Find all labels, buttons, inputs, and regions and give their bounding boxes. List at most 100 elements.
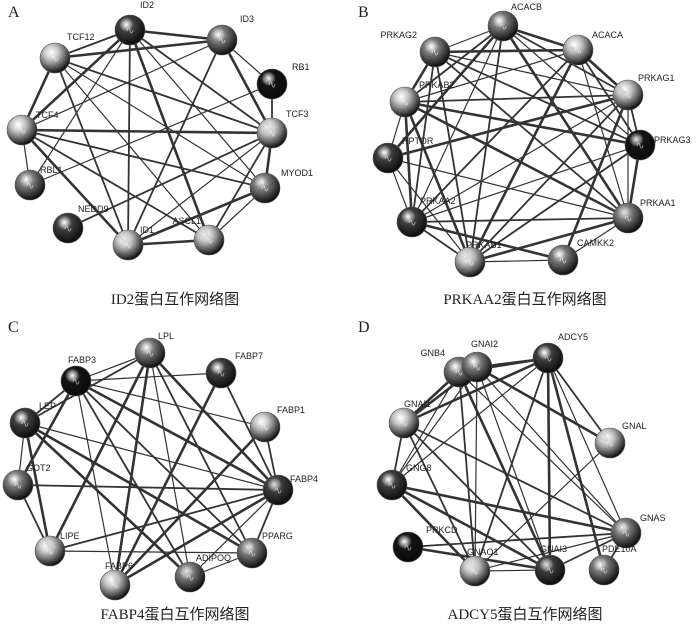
node-pparg[interactable]: ∿ — [236, 537, 268, 569]
node-id3[interactable]: ∿ — [206, 24, 238, 56]
node-sphere — [14, 169, 46, 201]
node-rptor[interactable]: ∿ — [372, 142, 404, 174]
edge-id2-rbl1 — [29, 29, 131, 186]
node-adcy5[interactable]: ∿ — [532, 342, 564, 374]
protein-structure-icon: ∿ — [217, 34, 226, 47]
node-prkag1[interactable]: ∿ — [612, 79, 644, 111]
panel-letter: A — [8, 4, 20, 21]
node-sphere — [52, 212, 84, 244]
node-fabp6[interactable]: ∿ — [99, 569, 131, 601]
edge-id2-id3 — [128, 28, 224, 42]
edge-gnal-gnai2 — [475, 365, 612, 445]
node-tcf4[interactable]: ∿ — [6, 114, 38, 146]
node-myod1[interactable]: ∿ — [249, 172, 281, 204]
node-gnao1[interactable]: ∿ — [459, 555, 491, 587]
edge-camkk2-prkab1 — [469, 259, 564, 263]
protein-structure-icon: ∿ — [403, 541, 412, 554]
node-sphere — [610, 517, 642, 549]
edge-adcy5-gnai1 — [402, 356, 550, 425]
protein-structure-icon: ∿ — [110, 579, 119, 592]
node-fabp3[interactable]: ∿ — [60, 365, 92, 397]
node-sphere — [454, 246, 486, 278]
edge-fabp1-fabp6 — [113, 425, 267, 587]
protein-structure-icon: ∿ — [545, 564, 554, 577]
node-fabp4[interactable]: ∿ — [262, 474, 294, 506]
node-got2[interactable]: ∿ — [2, 469, 34, 501]
node-adipoq[interactable]: ∿ — [174, 561, 206, 593]
edge-prkaa1-prkab2 — [403, 100, 630, 220]
node-label: PPARG — [262, 531, 293, 541]
edge-prkaa1-prkaa2 — [411, 217, 629, 223]
edge-adcy5-gng8 — [391, 357, 549, 486]
node-pde10a[interactable]: ∿ — [588, 554, 620, 586]
node-prkag3[interactable]: ∿ — [624, 129, 656, 161]
edge-fabp7-fabp6 — [113, 371, 223, 587]
edge-id2-ascl1 — [128, 28, 211, 242]
node-ascl1[interactable]: ∿ — [193, 224, 225, 256]
protein-structure-icon: ∿ — [454, 366, 463, 379]
edge-adcy5-gnas — [547, 357, 627, 534]
edge-ascl1-tcf4 — [21, 129, 210, 241]
node-rb1[interactable]: ∿ — [256, 68, 288, 100]
edge-id1-tcf12 — [54, 57, 129, 246]
node-prkaa1[interactable]: ∿ — [612, 202, 644, 234]
node-lep[interactable]: ∿ — [9, 407, 41, 439]
node-nedd9[interactable]: ∿ — [52, 212, 84, 244]
edge-adipoq-fabp3 — [75, 380, 191, 578]
edge-gnas-gnai1 — [403, 422, 627, 534]
node-gnal[interactable]: ∿ — [594, 427, 626, 459]
node-sphere — [532, 342, 564, 374]
edge-acaca-prkab2 — [404, 49, 579, 103]
protein-structure-icon: ∿ — [470, 565, 479, 578]
node-prkab2[interactable]: ∿ — [389, 86, 421, 118]
node-gng8[interactable]: ∿ — [376, 469, 408, 501]
node-gnai2[interactable]: ∿ — [461, 351, 493, 383]
node-fabp7[interactable]: ∿ — [205, 357, 237, 389]
node-tcf3[interactable]: ∿ — [256, 117, 288, 149]
node-id1[interactable]: ∿ — [112, 229, 144, 261]
node-lipe[interactable]: ∿ — [34, 535, 66, 567]
node-label: GOT2 — [26, 463, 51, 473]
node-camkk2[interactable]: ∿ — [547, 244, 579, 276]
node-lpl[interactable]: ∿ — [134, 337, 166, 369]
node-gnas[interactable]: ∿ — [610, 517, 642, 549]
edge-acacb-prkaa1 — [501, 24, 630, 220]
node-prkag2[interactable]: ∿ — [419, 36, 451, 68]
node-prkcd[interactable]: ∿ — [392, 531, 424, 563]
node-sphere — [487, 10, 519, 42]
node-prkab1[interactable]: ∿ — [454, 246, 486, 278]
node-sphere — [588, 554, 620, 586]
node-acacb[interactable]: ∿ — [487, 10, 519, 42]
node-label: GNAS — [640, 513, 666, 523]
node-tcf12[interactable]: ∿ — [39, 42, 71, 74]
protein-structure-icon: ∿ — [267, 127, 276, 140]
edge-lpl-fabp6 — [113, 351, 152, 587]
node-label: PRKAG1 — [638, 73, 675, 83]
node-sphere — [236, 537, 268, 569]
node-label: ID2 — [140, 0, 154, 10]
edge-camkk2-prkaa2 — [410, 220, 565, 262]
protein-structure-icon: ∿ — [50, 52, 59, 65]
node-sphere — [388, 407, 420, 439]
edge-prkag1-prkag2 — [434, 51, 629, 96]
panel-caption: ADCY5蛋白互作网络图 — [447, 607, 603, 623]
edge-acacb-prkaa2 — [411, 25, 504, 223]
protein-structure-icon: ∿ — [465, 256, 474, 269]
node-label: FABP1 — [277, 405, 305, 415]
edge-id3-id1 — [127, 39, 223, 246]
edge-id2-id1 — [127, 29, 131, 246]
node-label: TCF4 — [36, 110, 59, 120]
node-sphere — [612, 79, 644, 111]
node-fabp1[interactable]: ∿ — [249, 411, 281, 443]
node-rbl1[interactable]: ∿ — [14, 169, 46, 201]
node-gnai3[interactable]: ∿ — [534, 554, 566, 586]
edge-fabp6-fabp3 — [75, 380, 116, 586]
node-label: FABP6 — [105, 561, 133, 571]
panel-caption: PRKAA2蛋白互作网络图 — [443, 292, 607, 308]
node-prkaa2[interactable]: ∿ — [396, 206, 428, 238]
node-gnai1[interactable]: ∿ — [388, 407, 420, 439]
protein-structure-icon: ∿ — [25, 179, 34, 192]
protein-structure-icon: ∿ — [71, 375, 80, 388]
node-id2[interactable]: ∿ — [114, 14, 146, 46]
node-acaca[interactable]: ∿ — [562, 34, 594, 66]
